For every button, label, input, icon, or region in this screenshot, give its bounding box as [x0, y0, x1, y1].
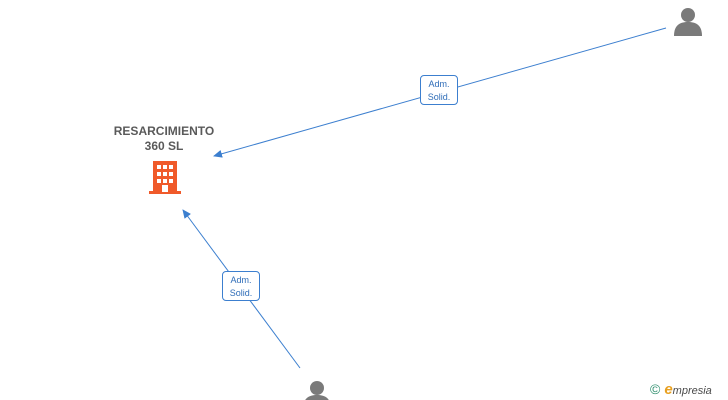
brand-name: mpresia [672, 384, 712, 397]
person-icon[interactable] [303, 381, 331, 400]
company-name[interactable]: RESARCIMIENTO 360 SL [104, 124, 224, 154]
edge-label-bottom: Adm. Solid. [222, 271, 260, 301]
brand-initial: e [664, 380, 673, 398]
edge-label-top: Adm. Solid. [420, 75, 458, 105]
person-icon[interactable] [674, 8, 702, 36]
company-name-line1: RESARCIMIENTO [113, 124, 215, 138]
edge-label-line2: Solid. [229, 288, 253, 298]
copyright-symbol: © [650, 381, 661, 397]
brand-watermark: © empresia [650, 380, 712, 398]
edge-label-line1: Adm. [230, 275, 252, 285]
edge-label-line1: Adm. [428, 79, 450, 89]
edge-label-line2: Solid. [427, 92, 451, 102]
company-name-line2: 360 SL [144, 139, 184, 153]
building-icon[interactable] [149, 161, 181, 194]
